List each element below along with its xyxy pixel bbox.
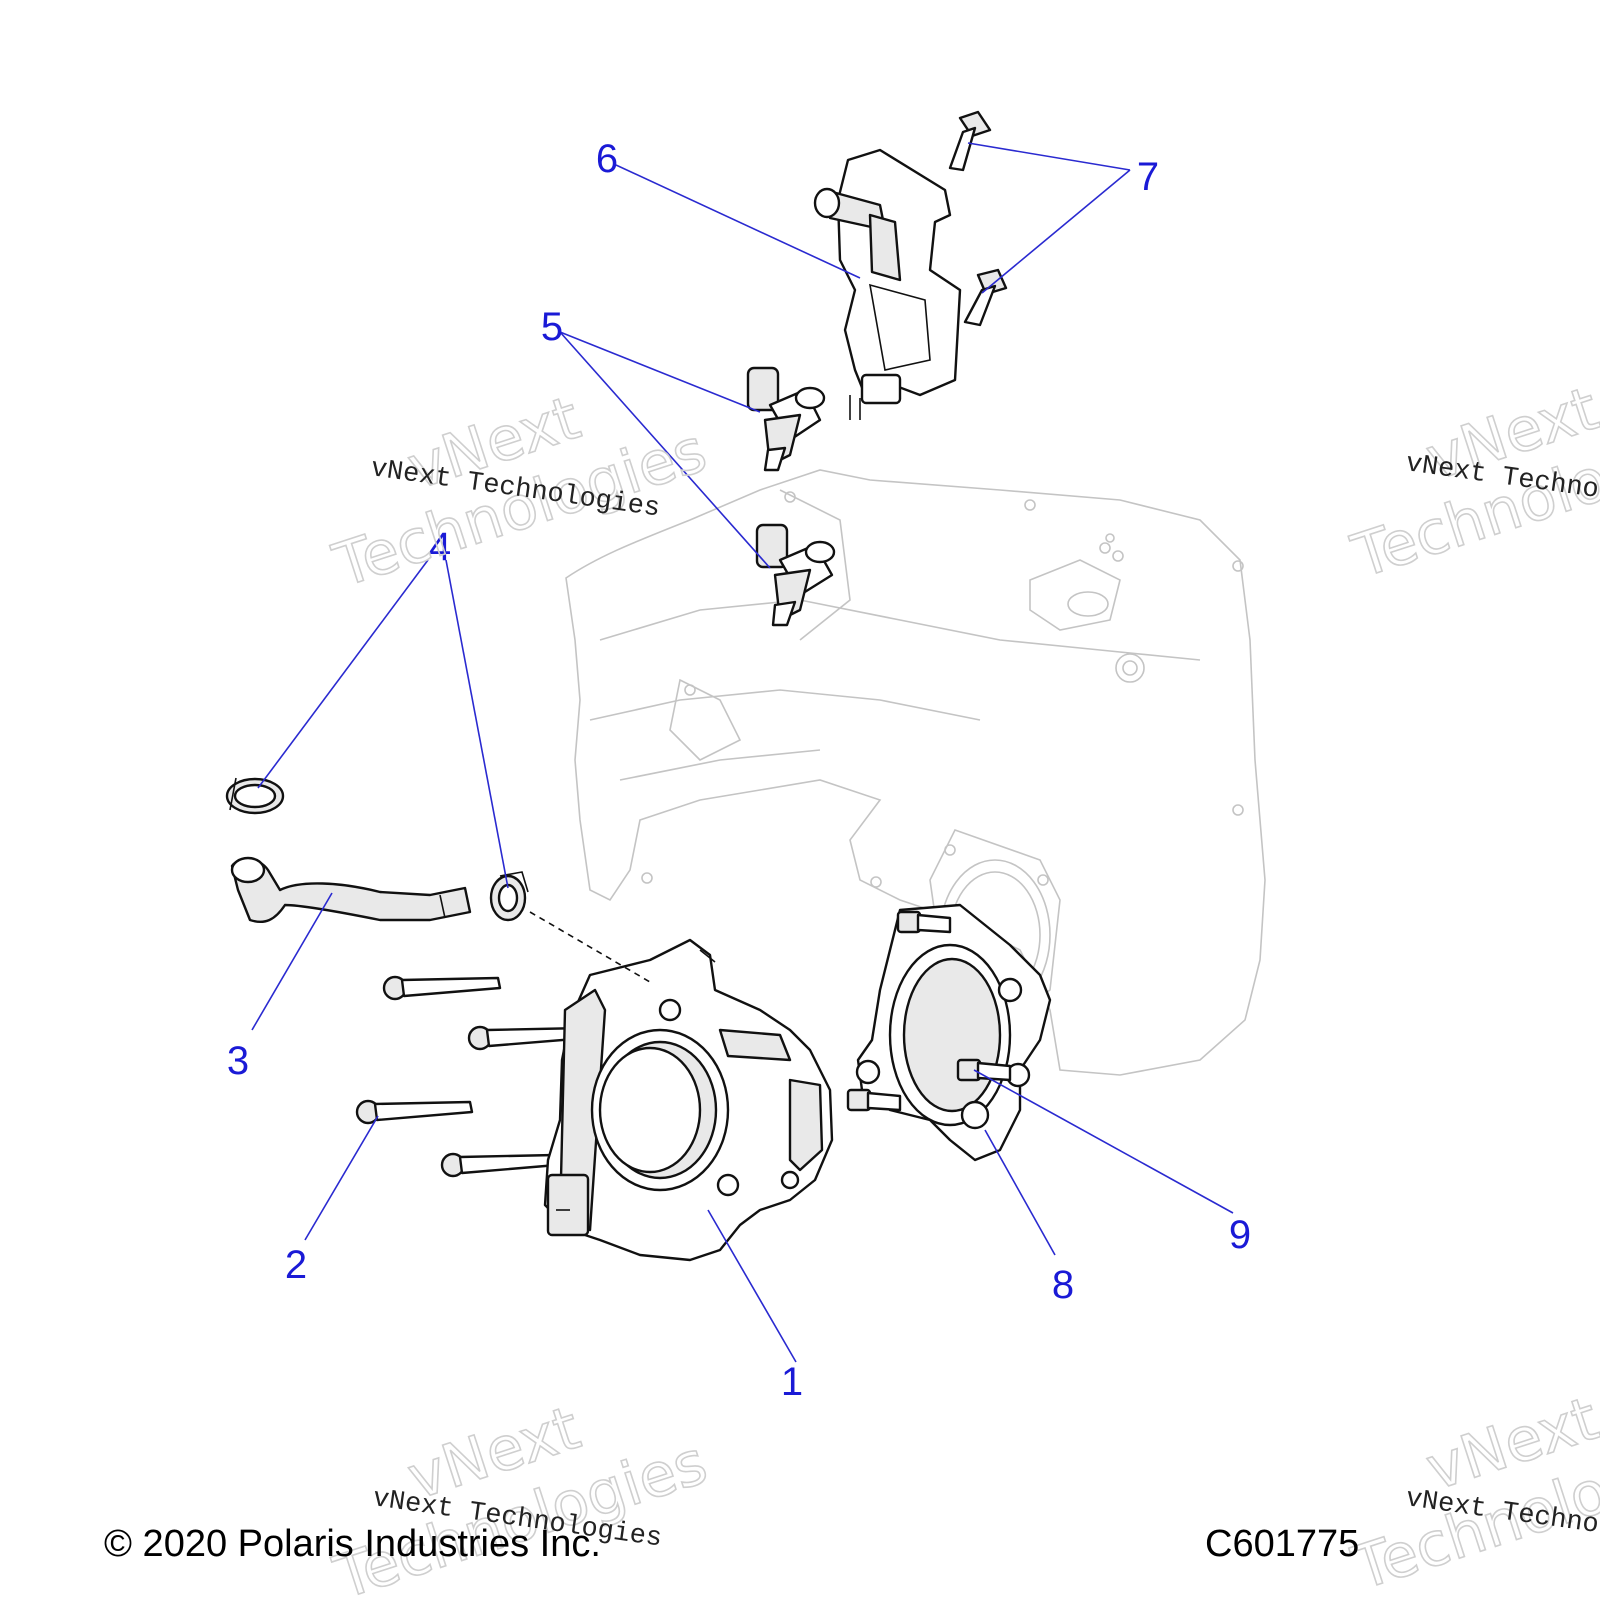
throttle-adapter-part-8 [855, 903, 1052, 1162]
leader-7b [981, 169, 1131, 294]
leader-5a [559, 331, 761, 413]
callout-8: 8 [1052, 1263, 1074, 1307]
callout-5: 5 [541, 305, 563, 349]
intake-manifold-outline [565, 469, 1266, 1076]
leader-4b [445, 559, 509, 889]
watermark-lower-right: vNext Technologies [1344, 1383, 1600, 1600]
leader-5b [559, 331, 771, 569]
bolt-part-2-c [355, 1099, 474, 1125]
flange-bolt-part-9-b [846, 1088, 902, 1112]
fuel-injector-part-5-lower [755, 523, 836, 627]
callout-3: 3 [227, 1039, 249, 1083]
leader-3 [251, 892, 333, 1031]
callout-7: 7 [1137, 155, 1159, 199]
coolant-hose-part-3 [230, 856, 472, 924]
assembly-dashed-line [529, 911, 651, 983]
bolt-part-2-d [440, 1152, 559, 1178]
leader-9 [973, 1069, 1234, 1214]
leader-8 [984, 1129, 1056, 1256]
leader-6 [615, 164, 861, 279]
leader-7a [967, 142, 1131, 171]
callout-4: 4 [429, 525, 451, 569]
callout-1: 1 [781, 1360, 803, 1404]
mounting-bracket-part-6 [813, 148, 962, 420]
flange-bolt-part-9-a [896, 910, 952, 934]
leader-1 [707, 1209, 797, 1363]
drawing-number: C601775 [1205, 1523, 1359, 1565]
hose-clamp-part-4-right [489, 871, 529, 922]
bolt-part-7-upper [948, 110, 992, 172]
leader-4a [257, 559, 429, 789]
throttle-body-part-1 [543, 938, 834, 1262]
callout-2: 2 [285, 1243, 307, 1287]
callout-6: 6 [596, 137, 618, 181]
bolt-part-7-lower [963, 268, 1008, 327]
leader-2 [304, 1115, 379, 1241]
callout-9: 9 [1229, 1213, 1251, 1257]
bolt-part-2-a [382, 975, 502, 1001]
hose-clamp-part-4-left [225, 777, 285, 815]
leader-lines [251, 142, 1234, 1363]
callout-numbers: 1 2 3 4 5 6 7 8 9 [227, 137, 1251, 1404]
fuel-injector-part-5-upper [746, 366, 826, 472]
copyright-notice: © 2020 Polaris Industries Inc. [104, 1523, 601, 1565]
